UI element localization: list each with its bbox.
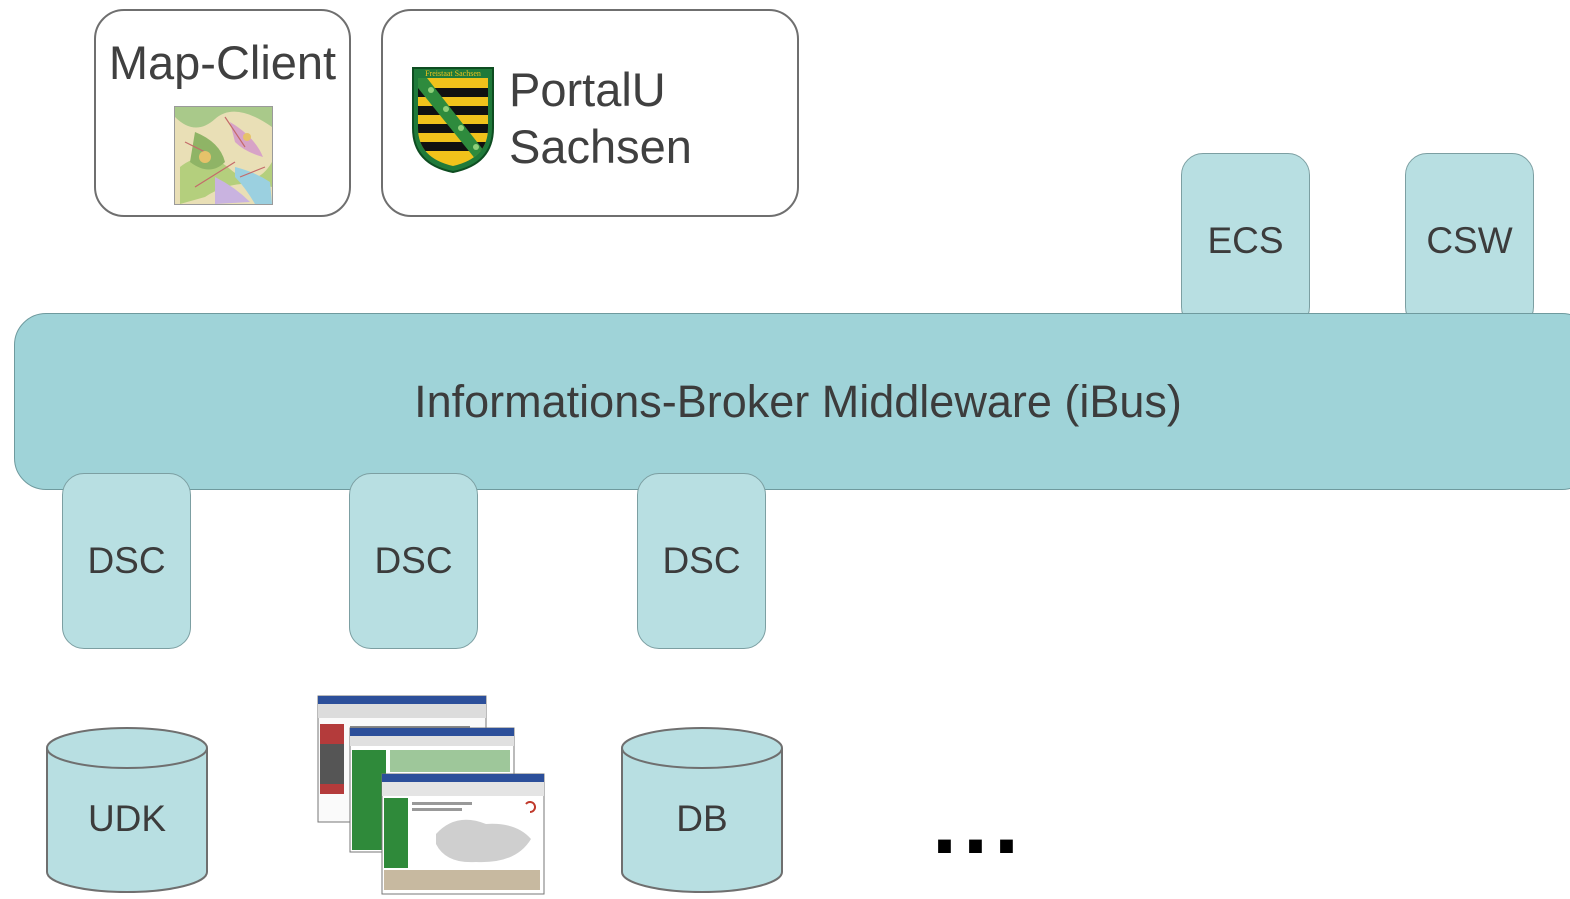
ibus-middleware-bar <box>14 313 1570 490</box>
dsc-connector-3: DSC <box>637 473 766 649</box>
csw-box: CSW <box>1405 153 1534 329</box>
database-icon <box>46 727 208 893</box>
portal-title-line2: Sachsen <box>509 120 692 173</box>
portal-title-line1: PortalU <box>509 63 666 116</box>
udk-label: UDK <box>87 798 167 839</box>
web-pages-screenshots-icon <box>317 695 545 895</box>
portal-box: Freistaat Sachsen PortalU Sachsen <box>381 9 799 217</box>
saxony-coat-of-arms-logo: Freistaat Sachsen <box>412 67 494 174</box>
map-client-box: Map-Client <box>94 9 351 217</box>
db-database-cylinder: DB <box>620 726 784 894</box>
db-label: DB <box>676 798 728 839</box>
portal-title: PortalU Sachsen <box>509 61 692 175</box>
ecs-box: ECS <box>1181 153 1310 329</box>
udk-database-cylinder: UDK <box>45 726 209 894</box>
dsc-connector-2: DSC <box>349 473 478 649</box>
logo-text: Freistaat Sachsen <box>425 69 481 78</box>
more-sources-ellipsis: ... <box>932 773 1026 873</box>
map-client-title: Map-Client <box>108 36 337 89</box>
ibus-label: Informations-Broker Middleware (iBus) <box>414 376 1182 427</box>
database-icon <box>621 727 783 893</box>
dsc-connector-1: DSC <box>62 473 191 649</box>
map-thumbnail-icon <box>174 106 273 205</box>
